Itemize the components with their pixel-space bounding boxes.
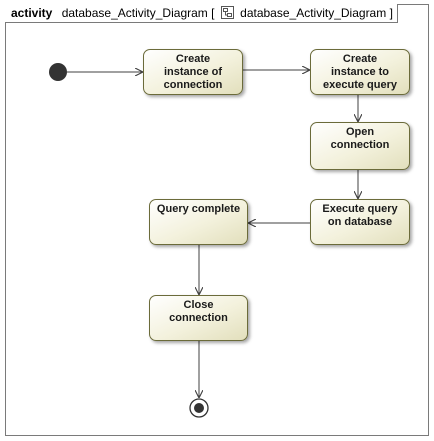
action-create-query[interactable]: Create instance to execute query	[310, 49, 410, 95]
action-execute-query[interactable]: Execute query on database	[310, 199, 410, 245]
frame-keyword: activity	[11, 6, 53, 20]
activity-diagram-icon	[220, 6, 234, 19]
initial-node	[49, 63, 67, 81]
action-create-connection[interactable]: Create instance of connection	[143, 49, 243, 95]
frame-title: database_Activity_Diagram	[61, 6, 208, 20]
action-open-connection[interactable]: Open connection	[310, 122, 410, 170]
action-query-complete[interactable]: Query complete	[149, 199, 248, 245]
frame-reference: database_Activity_Diagram	[240, 6, 387, 20]
activity-final-node	[189, 398, 209, 418]
frame-close-bracket: ]	[389, 6, 393, 20]
frame-header: activity database_Activity_Diagram [ dat…	[5, 4, 398, 23]
frame-open-bracket: [	[211, 6, 215, 20]
action-close-connection[interactable]: Close connection	[149, 295, 248, 341]
